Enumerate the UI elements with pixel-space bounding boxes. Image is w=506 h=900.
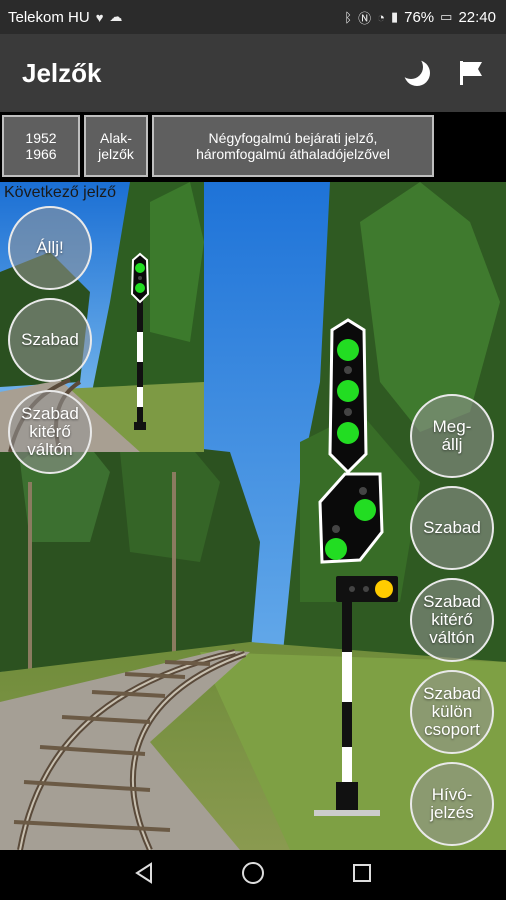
battery-percent: 76% [404, 8, 435, 26]
wifi-icon: ◔ [377, 9, 385, 25]
next-signal-label: Következő jelző [4, 184, 117, 201]
clear-separate-group-button[interactable]: Szabad külön csoport [410, 670, 494, 754]
main-signal [314, 318, 398, 816]
clear-button[interactable]: Szabad [410, 486, 494, 570]
heart-icon: ♥ [95, 9, 104, 25]
call-on-signal-button[interactable]: Hívó- jelzés [410, 762, 494, 846]
battery-icon: ▭ [440, 9, 453, 24]
nfc-icon: Ⓝ [358, 10, 372, 26]
page-title: Jelzők [22, 57, 102, 88]
app-bar: Jelzők [0, 34, 506, 112]
bluetooth-icon: ᛒ [344, 9, 353, 25]
tab-1952-1966[interactable]: 1952 1966 [2, 115, 80, 177]
stop-button[interactable]: Állj! [8, 206, 92, 290]
cloud-icon: ☁ [109, 9, 123, 24]
signal-scene [0, 182, 506, 850]
recents-icon[interactable] [351, 862, 373, 889]
tab-negyfogalmu[interactable]: Négyfogalmú bejárati jelző, háromfogalmú… [152, 115, 434, 177]
halt-button[interactable]: Meg- állj [410, 394, 494, 478]
tab-alakjelzok[interactable]: Alak- jelzők [84, 115, 148, 177]
category-tabs: 1952 1966 Alak- jelzők Négyfogalmú bejár… [0, 112, 506, 180]
back-icon[interactable] [133, 861, 155, 890]
carrier-name: Telekom HU [8, 8, 90, 26]
clear-diverging-button-next[interactable]: Szabad kitérő váltón [8, 390, 92, 474]
flag-icon[interactable] [458, 59, 484, 87]
status-bar: Telekom HU ♥ ☁ ᛒ Ⓝ ◔ ▮ 76% ▭ 22:40 [0, 0, 506, 34]
scene-illustration [0, 182, 506, 850]
system-nav-bar [0, 850, 506, 900]
clock-time: 22:40 [458, 8, 496, 26]
clear-button-next[interactable]: Szabad [8, 298, 92, 382]
signal-icon: ▮ [390, 9, 399, 24]
moon-icon[interactable] [402, 58, 432, 88]
home-icon[interactable] [241, 861, 265, 890]
clear-diverging-button[interactable]: Szabad kitérő váltón [410, 578, 494, 662]
